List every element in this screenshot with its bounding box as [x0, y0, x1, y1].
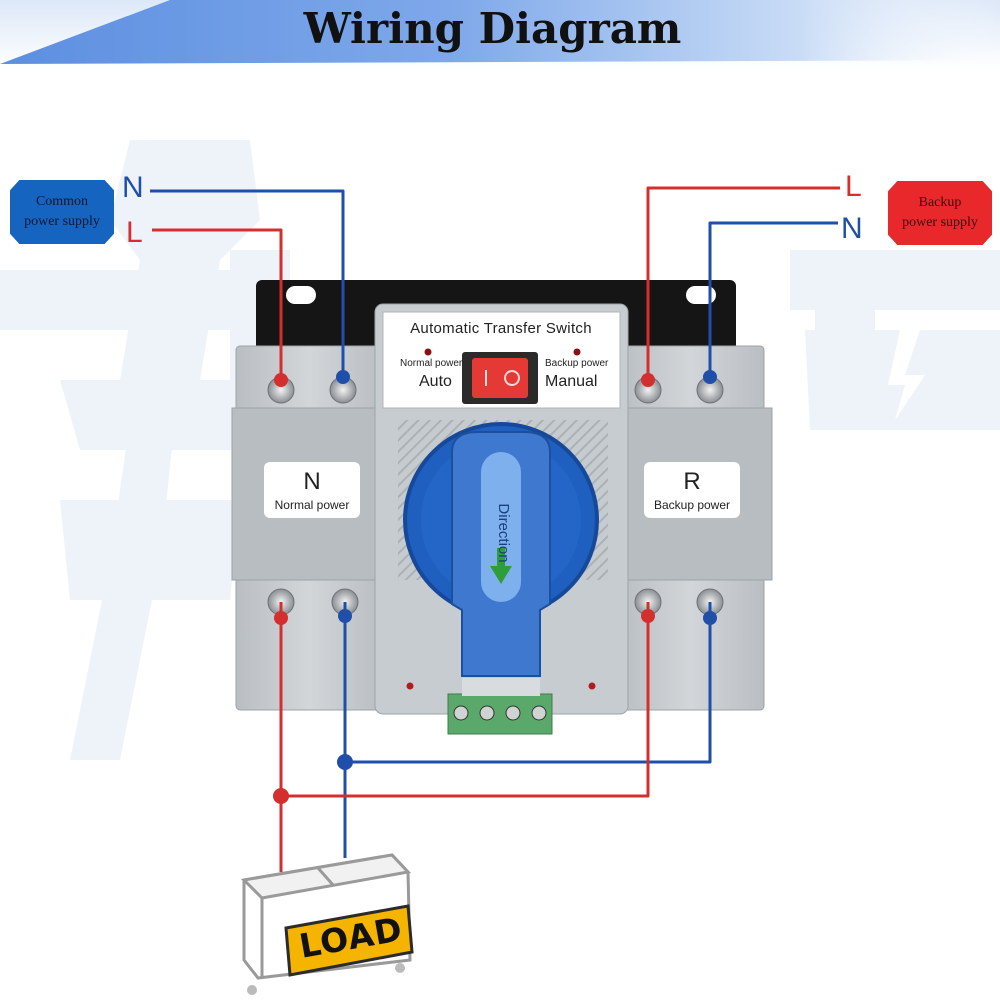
- svg-text:Direction: Direction: [495, 503, 512, 562]
- direction-label: Direction: [495, 503, 512, 562]
- normal-side-label: N Normal power: [264, 462, 360, 518]
- common-power-supply-tag: Common power supply: [10, 180, 114, 244]
- backup-live-wire: [646, 186, 840, 380]
- load-icon: [240, 853, 414, 995]
- backup-live-out: [281, 602, 650, 798]
- normal-power-indicator-label: Normal power: [400, 358, 463, 369]
- common-neutral-wire: [150, 189, 345, 377]
- common-live-label: L: [126, 216, 143, 249]
- backup-power-indicator-label: Backup power: [545, 358, 609, 369]
- switch-name-label: Automatic Transfer Switch: [410, 320, 592, 337]
- backup-power-supply-tag: Backup power supply: [888, 181, 992, 245]
- title-banner: [0, 0, 1000, 70]
- backup-neutral-wire: [708, 221, 838, 377]
- common-neutral-label: N: [122, 171, 144, 204]
- backup-neutral-label: N: [841, 212, 863, 245]
- backup-live-label: L: [845, 170, 862, 203]
- backup-side-label: R Backup power: [644, 462, 740, 518]
- page-title: Wiring Diagram: [303, 4, 682, 53]
- backup-neutral-out: [345, 602, 712, 764]
- auto-mode-label: Auto: [419, 373, 452, 390]
- wire-junctions: [273, 370, 717, 804]
- common-live-wire: [152, 228, 283, 380]
- mount-hole: [286, 286, 316, 304]
- manual-mode-label: Manual: [545, 373, 598, 390]
- terminal-screws: [267, 376, 724, 616]
